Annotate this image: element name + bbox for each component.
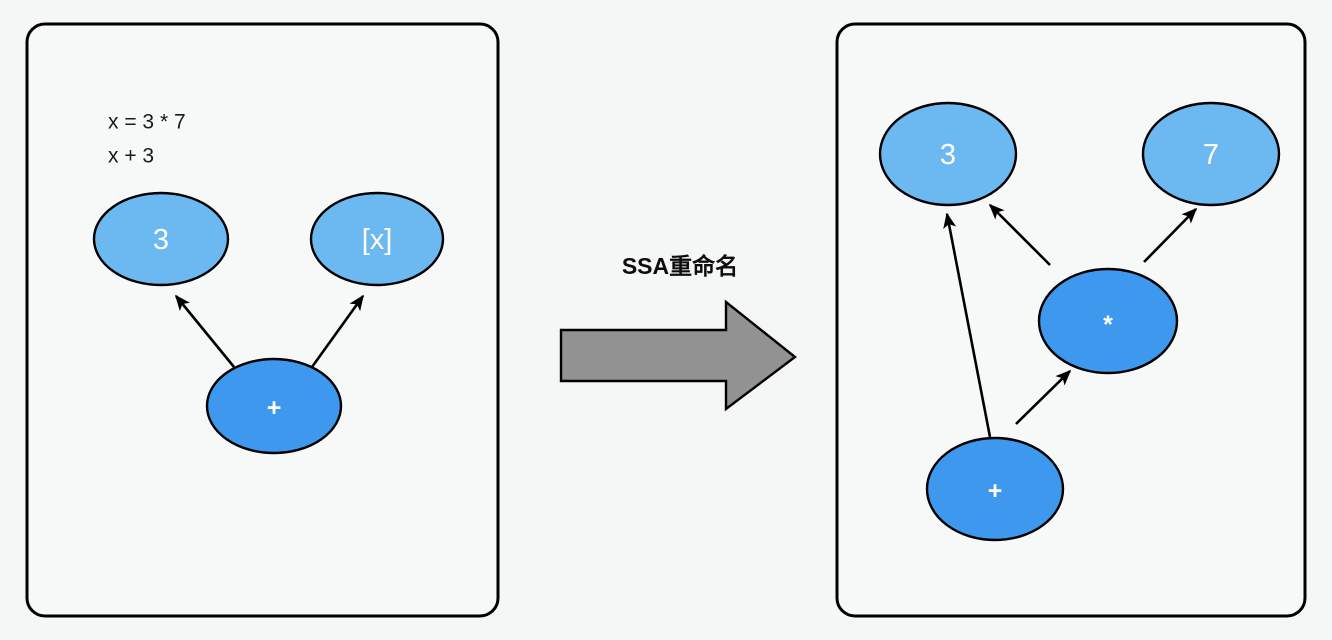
- node-three-left-label: 3: [153, 224, 169, 256]
- node-xref-left-shape: [309, 191, 445, 287]
- edge-plus-to-three-right: [943, 212, 992, 438]
- edge-mul-to-seven-right: [1143, 207, 1198, 263]
- edge-mul-to-three-right: [988, 203, 1051, 266]
- node-seven-right[interactable]: 7: [1141, 101, 1281, 207]
- code-line-1: x = 3 * 7: [108, 111, 186, 134]
- ssa-rename-transform: SSA重命名: [559, 253, 797, 412]
- node-three-right-label: 3: [940, 139, 956, 171]
- node-multiply-right[interactable]: *: [1037, 267, 1179, 375]
- transform-block-arrow-icon: [559, 299, 797, 412]
- after-ssa-panel: 3 7 * +: [835, 22, 1307, 618]
- code-line-2: x + 3: [108, 145, 154, 168]
- node-plus-right-label: +: [988, 477, 1003, 505]
- node-multiply-right-shape: [1037, 267, 1179, 375]
- node-three-left-shape: [92, 191, 230, 287]
- node-plus-right[interactable]: +: [925, 436, 1065, 542]
- node-plus-left-label: +: [267, 394, 282, 422]
- edge-plus-to-xref: [310, 294, 365, 368]
- node-three-left[interactable]: 3: [92, 191, 230, 287]
- node-seven-right-label: 7: [1203, 139, 1219, 171]
- node-three-right-shape: [878, 101, 1018, 207]
- before-ssa-panel-border: [25, 22, 500, 618]
- node-plus-left-shape: [205, 357, 343, 455]
- node-multiply-right-label: *: [1103, 311, 1113, 339]
- node-plus-right-shape: [925, 436, 1065, 542]
- edge-plus-to-three: [174, 294, 236, 368]
- node-xref-left[interactable]: [x]: [309, 191, 445, 287]
- node-seven-right-shape: [1141, 101, 1281, 207]
- node-xref-left-label: [x]: [362, 224, 393, 256]
- edge-plus-to-mul-right: [1015, 369, 1072, 425]
- transform-label: SSA重命名: [622, 253, 738, 279]
- before-ssa-panel: x = 3 * 7 x + 3 3 [x] +: [25, 22, 500, 618]
- node-three-right[interactable]: 3: [878, 101, 1018, 207]
- node-plus-left[interactable]: +: [205, 357, 343, 455]
